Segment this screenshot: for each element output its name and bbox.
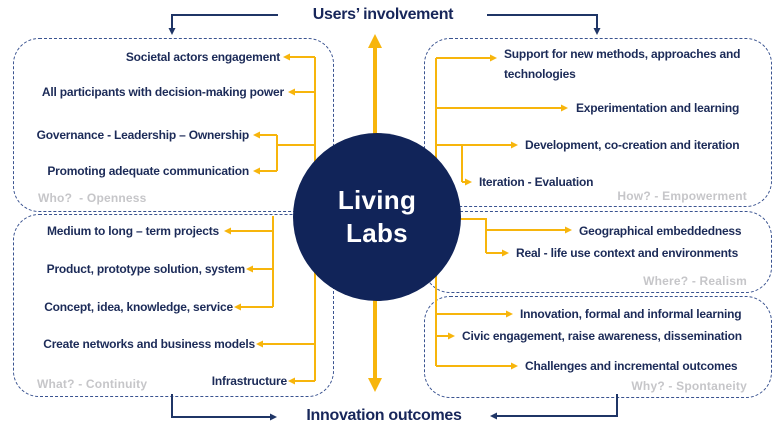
how-connectors xyxy=(435,54,568,186)
who-box xyxy=(13,38,334,212)
item-promoting-communication: Promoting adequate communication xyxy=(47,164,249,178)
innovation-outcomes-title: Innovation outcomes xyxy=(306,407,462,424)
how-box xyxy=(424,38,772,207)
item-challenges-incremental-outcomes: Challenges and incremental outcomes xyxy=(525,359,738,373)
what-box xyxy=(13,214,334,397)
item-geographical-embeddedness: Geographical embeddedness xyxy=(579,224,742,238)
item-innovation-formal-informal-learning: Innovation, formal and informal learning xyxy=(520,307,742,321)
circle-title-line2: Labs xyxy=(346,218,408,248)
item-development-cocreation-iteration: Development, co-creation and iteration xyxy=(525,138,740,152)
item-all-participants: All participants with decision-making po… xyxy=(41,85,284,99)
item-societal-actors-engagement: Societal actors engagement xyxy=(125,50,280,64)
item-iteration-evaluation: Iteration - Evaluation xyxy=(479,175,594,189)
bottom-left-navy-arrow xyxy=(171,394,277,421)
item-governance-leadership-ownership: Governance - Leadership – Ownership xyxy=(36,128,250,142)
item-concept-idea-knowledge-service: Concept, idea, knowledge, service xyxy=(44,300,233,314)
why-box xyxy=(424,296,772,398)
why-spontaneity-label: Why? - Spontaneity xyxy=(631,379,747,393)
item-real-life-use-context: Real - life use context and environments xyxy=(516,246,739,260)
what-continuity-label: What? - Continuity xyxy=(37,377,148,391)
item-medium-to-long-term-projects: Medium to long – term projects xyxy=(46,224,219,238)
living-labs-circle: Living Labs xyxy=(293,133,461,301)
circle-title-line1: Living xyxy=(337,185,417,215)
bottom-right-navy-arrow xyxy=(490,394,618,420)
item-product-prototype-solution: Product, prototype solution, system xyxy=(46,262,246,276)
item-infrastructure: Infrastructure xyxy=(211,374,287,388)
users-involvement-title: Users’ involvement xyxy=(312,6,454,23)
top-right-navy-arrow xyxy=(487,14,601,35)
where-realism-label: Where? - Realism xyxy=(643,274,747,288)
item-create-networks-business-models: Create networks and business models xyxy=(43,337,255,351)
top-left-navy-arrow xyxy=(168,14,278,35)
how-empowerment-label: How? - Empowerment xyxy=(617,189,747,203)
why-connectors xyxy=(435,268,518,370)
who-openness-label: Who? - Openness xyxy=(38,191,147,205)
what-connectors xyxy=(224,216,316,385)
item-support-new-methods: Support for new methods, approaches and … xyxy=(504,47,741,81)
item-civic-engagement-awareness: Civic engagement, raise awareness, disse… xyxy=(462,329,742,343)
who-connectors xyxy=(253,53,316,175)
item-experimentation-learning: Experimentation and learning xyxy=(576,101,740,115)
